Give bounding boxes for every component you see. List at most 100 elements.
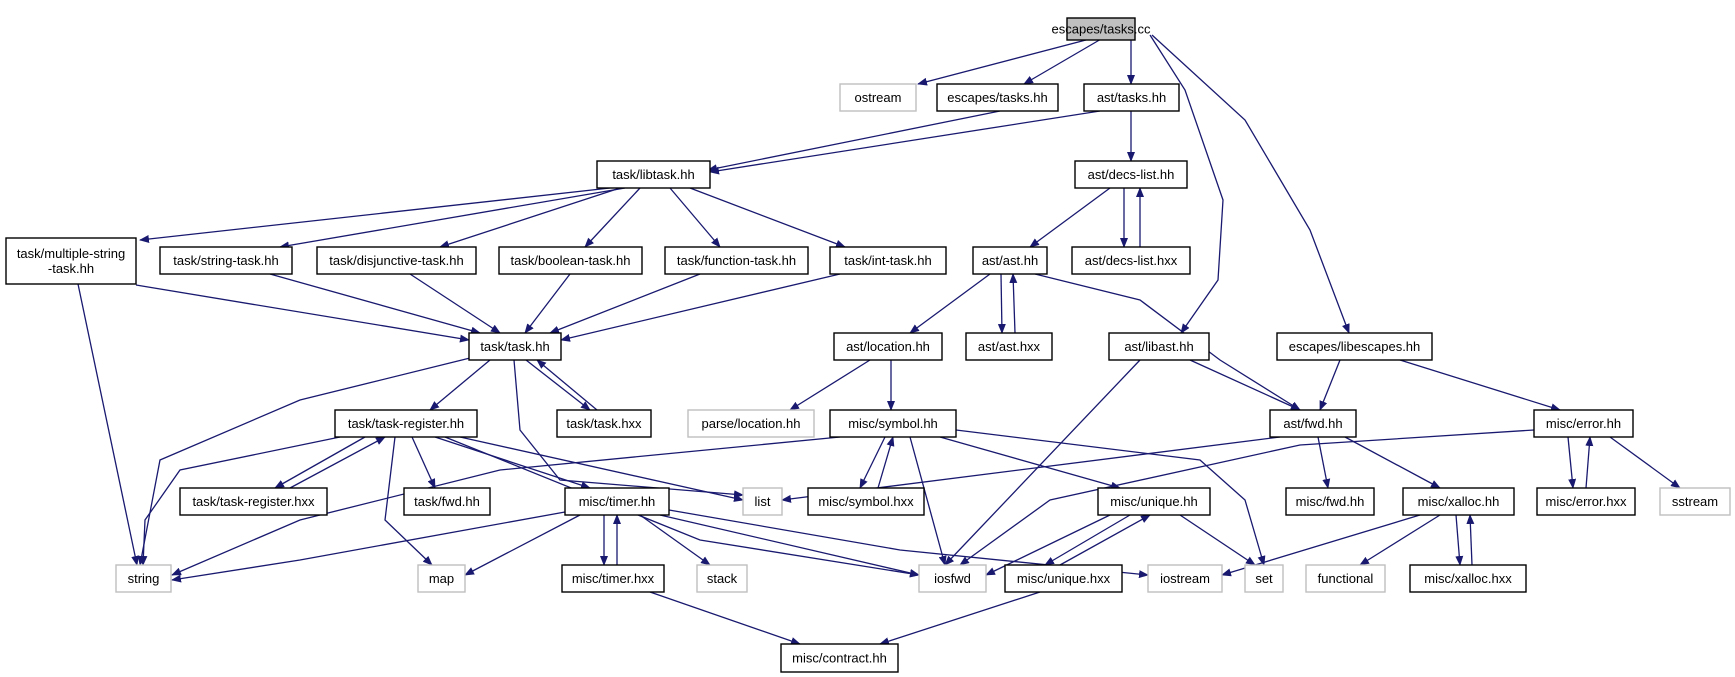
node-label: task/boolean-task.hh	[511, 253, 631, 268]
node-task-register-hxx[interactable]: task/task-register.hxx	[179, 487, 328, 516]
node-box	[1074, 160, 1188, 189]
node-label: sstream	[1672, 494, 1718, 509]
node-box	[696, 564, 748, 593]
edge-libescapes_hh-to-fwd_hh	[1319, 359, 1341, 411]
node-error-hxx[interactable]: misc/error.hxx	[1536, 487, 1636, 516]
node-ast-hh[interactable]: ast/ast.hh	[972, 246, 1048, 275]
edge-symbol_hh-to-unique_hh	[939, 436, 1121, 490]
node-xalloc-hxx[interactable]: misc/xalloc.hxx	[1409, 564, 1527, 593]
edge-disj_task-to-task_hh	[409, 273, 501, 334]
edge-task_register_hh-to-timer_hh	[434, 436, 591, 489]
node-label: misc/unique.hxx	[1017, 571, 1111, 586]
node-symbol-hh[interactable]: misc/symbol.hh	[829, 409, 957, 438]
edge-multi_string-to-task_hh	[135, 284, 470, 343]
node-string: string	[115, 564, 172, 593]
node-task-hh[interactable]: task/task.hh	[468, 332, 562, 361]
node-box	[316, 246, 477, 275]
node-label: ast/ast.hxx	[978, 339, 1041, 354]
node-decs-list-hxx[interactable]: ast/decs-list.hxx	[1071, 246, 1191, 275]
edge-multi_string-to-string	[77, 283, 140, 566]
node-label: task/task.hxx	[566, 416, 642, 431]
edge-int_task-to-task_hh	[560, 273, 841, 342]
edge-unique_hxx-to-unique_hh	[1059, 514, 1151, 566]
node-iostream: iostream	[1147, 564, 1223, 593]
node-box	[1244, 564, 1284, 593]
node-libast-hh[interactable]: ast/libast.hh	[1108, 332, 1210, 361]
node-label: ast/location.hh	[846, 339, 930, 354]
node-libescapes-hh[interactable]: escapes/libescapes.hh	[1276, 332, 1433, 361]
node-xalloc-hh[interactable]: misc/xalloc.hh	[1402, 487, 1515, 516]
edge-xalloc_hh-to-functional	[1359, 514, 1441, 566]
edge-symbol_hh-to-set	[955, 429, 1266, 566]
node-functional: functional	[1305, 564, 1386, 593]
node-label: -task.hh	[48, 261, 94, 276]
edge-string_task-to-task_hh	[269, 273, 481, 335]
node-label: ostream	[855, 90, 902, 105]
node-label: escapes/tasks.cc	[1052, 22, 1151, 37]
node-bool-task[interactable]: task/boolean-task.hh	[498, 246, 643, 275]
node-box	[742, 487, 783, 516]
node-label: map	[429, 571, 454, 586]
node-label: task/int-task.hh	[844, 253, 931, 268]
edge-task_register_hh-to-task_register_hxx	[274, 436, 366, 489]
node-box	[1097, 487, 1211, 516]
node-string-task[interactable]: task/string-task.hh	[159, 246, 293, 275]
edge-libtask_hh-to-int_task	[689, 187, 846, 248]
edge-libast_hh-to-fwd_hh	[1189, 359, 1301, 411]
edge-fwd_hh-to-misc_fwd_hh	[1317, 436, 1331, 489]
edge-libast_hh-to-iosfwd	[944, 359, 1141, 566]
node-task-fwd-hh[interactable]: task/fwd.hh	[403, 487, 491, 516]
node-func-task[interactable]: task/function-task.hh	[664, 246, 809, 275]
node-task-hxx[interactable]: task/task.hxx	[556, 409, 652, 438]
node-ast-hxx[interactable]: ast/ast.hxx	[965, 332, 1053, 361]
node-disj-task[interactable]: task/disjunctive-task.hh	[316, 246, 477, 275]
node-tasks-cc[interactable]: escapes/tasks.cc	[1052, 17, 1151, 41]
node-parse-location: parse/location.hh	[687, 409, 815, 438]
edge-func_task-to-task_hh	[549, 273, 701, 334]
node-timer-hh[interactable]: misc/timer.hh	[564, 487, 670, 516]
node-unique-hxx[interactable]: misc/unique.hxx	[1004, 564, 1123, 593]
node-box	[664, 246, 809, 275]
edge-task_register_hh-to-iosfwd	[444, 436, 920, 578]
node-box	[829, 246, 947, 275]
edge-task_hh-to-string	[137, 357, 471, 566]
node-esc-tasks-hh[interactable]: escapes/tasks.hh	[936, 83, 1059, 112]
node-stack: stack	[696, 564, 748, 593]
node-task-register-hh[interactable]: task/task-register.hh	[334, 409, 478, 438]
node-libtask-hh[interactable]: task/libtask.hh	[596, 160, 711, 189]
node-box	[564, 487, 670, 516]
edge-error_hh-to-iosfwd	[959, 429, 1535, 566]
node-timer-hxx[interactable]: misc/timer.hxx	[561, 564, 665, 593]
edge-ast_tasks_hh-to-libtask_hh	[709, 110, 1101, 175]
node-box	[1108, 332, 1210, 361]
node-label: task/string-task.hh	[173, 253, 279, 268]
node-contract-hh[interactable]: misc/contract.hh	[780, 643, 899, 673]
edge-symbol_hh-to-symbol_hxx	[859, 436, 886, 489]
node-label: misc/symbol.hh	[848, 416, 938, 431]
node-box	[417, 564, 466, 593]
edge-fwd_hh-to-xalloc_hh	[1344, 436, 1441, 489]
node-label: list	[755, 494, 771, 509]
node-fwd-hh[interactable]: ast/fwd.hh	[1269, 409, 1357, 438]
node-symbol-hxx[interactable]: misc/symbol.hxx	[807, 487, 925, 516]
node-int-task[interactable]: task/int-task.hh	[829, 246, 947, 275]
node-label: misc/timer.hh	[579, 494, 656, 509]
node-misc-fwd-hh[interactable]: misc/fwd.hh	[1285, 487, 1375, 516]
node-box	[807, 487, 925, 516]
node-location-hh[interactable]: ast/location.hh	[833, 332, 943, 361]
node-ast-tasks-hh[interactable]: ast/tasks.hh	[1083, 83, 1180, 112]
node-unique-hh[interactable]: misc/unique.hh	[1097, 487, 1211, 516]
node-sstream: sstream	[1659, 487, 1731, 516]
node-box	[159, 246, 293, 275]
node-label: misc/fwd.hh	[1296, 494, 1365, 509]
node-list: list	[742, 487, 783, 516]
node-error-hh[interactable]: misc/error.hh	[1533, 409, 1634, 438]
edge-task_hh-to-task_hxx	[525, 359, 591, 411]
edge-tasks_cc-to-libescapes_hh	[1151, 34, 1350, 334]
edge-xalloc_hh-to-xalloc_hxx	[1455, 514, 1464, 566]
edge-esc_tasks_hh-to-libtask_hh	[707, 110, 1001, 173]
node-multi-string[interactable]: task/multiple-string-task.hh	[5, 237, 137, 285]
node-decs-list-hh[interactable]: ast/decs-list.hh	[1074, 160, 1188, 189]
edge-task_register_hh-to-map	[384, 436, 433, 566]
edge-task_hh-to-task_register_hh	[429, 359, 491, 411]
